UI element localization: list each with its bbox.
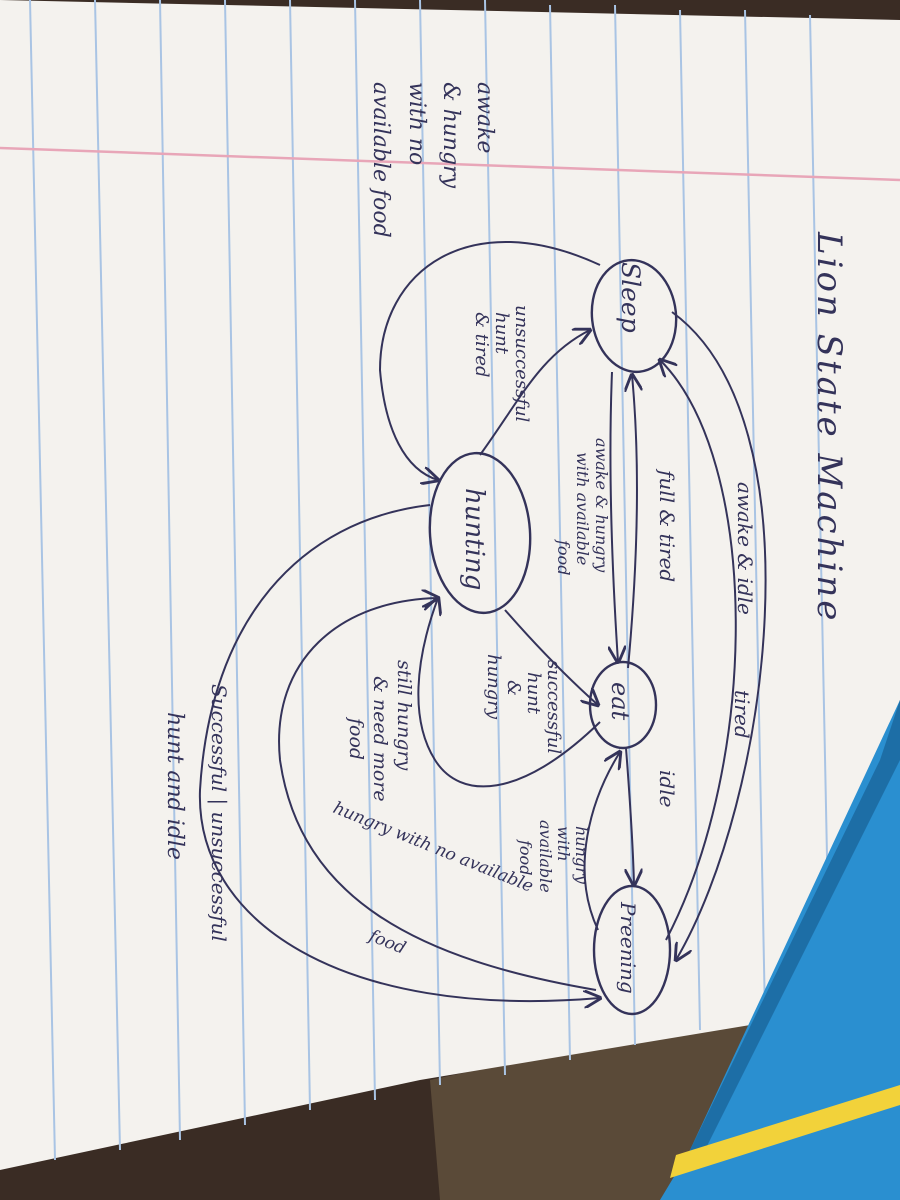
label-hungry-available-1: hungry: [572, 826, 591, 885]
label-successful-hungry-2: hunt: [523, 672, 544, 715]
state-hunting-node: [428, 451, 532, 615]
label-unsuccessful-1: unsuccessful: [511, 305, 532, 423]
arrow-sleep-to-hunting: [378, 240, 601, 480]
label-full-tired: full & tired: [655, 468, 679, 582]
arrow-preening-to-eat: [583, 752, 620, 931]
label-still-hungry-1: still hungry: [393, 660, 415, 771]
arrow-sleep-to-preening: [671, 311, 767, 960]
label-hunt-and-idle: hunt and idle: [162, 712, 187, 860]
label-unsuccessful-3: & tired: [471, 312, 492, 378]
arrow-eat-to-sleep: [628, 375, 637, 669]
label-awake-idle: awake & idle: [733, 482, 757, 615]
label-awake-no-food-3: with no: [404, 82, 429, 165]
diagram-title: Lion State Machine: [809, 231, 849, 623]
label-tired: tired: [730, 690, 754, 739]
arrow-hunting-to-preening: [198, 504, 600, 1001]
state-eat-label: eat: [606, 682, 634, 721]
arrow-preening-to-sleep: [660, 360, 737, 941]
label-hungry-available-3: available: [536, 820, 555, 893]
blue-book-stripe: [670, 1085, 900, 1178]
label-awake-hungry-available-2: with available: [573, 452, 592, 565]
label-unsuccessful-2: hunt: [491, 312, 512, 355]
blue-book-spine: [690, 700, 900, 1160]
label-idle: idle: [655, 770, 679, 807]
state-preening-label: Preening: [616, 901, 640, 994]
transition-arrows: [198, 240, 767, 1001]
arrow-eat-to-preening: [626, 747, 634, 885]
arrow-hunting-to-eat: [504, 609, 598, 705]
label-awake-no-food-1: awake: [472, 82, 497, 153]
arrow-hunting-to-sleep: [479, 330, 590, 456]
state-sleep-label: Sleep: [616, 262, 645, 333]
arrow-sleep-to-eat: [610, 371, 618, 662]
label-hungry-available-4: food: [516, 839, 535, 875]
blue-book: [660, 700, 900, 1200]
label-still-hungry-2: & need more: [369, 676, 391, 802]
label-awake-hungry-available-1: awake & hungry: [592, 438, 611, 573]
arrow-preening-to-hunting: [278, 598, 597, 991]
margin-line: [0, 146, 900, 182]
label-still-hungry-3: food: [345, 716, 367, 760]
label-awake-no-food-4: available food: [368, 82, 393, 238]
label-awake-no-food-2: & hungry: [438, 82, 463, 189]
label-successful-hungry-3: &: [503, 680, 524, 696]
label-awake-hungry-available-3: food: [554, 539, 573, 575]
label-successful-unsuccessful: Successful | unsuccessful: [206, 684, 231, 942]
label-successful-hungry-1: successful: [543, 660, 564, 754]
state-sleep-node: [590, 258, 678, 374]
label-hungry-available-2: with: [554, 826, 573, 862]
state-hunting-label: hunting: [459, 488, 489, 590]
label-successful-hungry-4: hungry: [483, 654, 504, 720]
arrow-eat-to-hunting: [417, 598, 601, 788]
notebook-page: [0, 0, 900, 1170]
